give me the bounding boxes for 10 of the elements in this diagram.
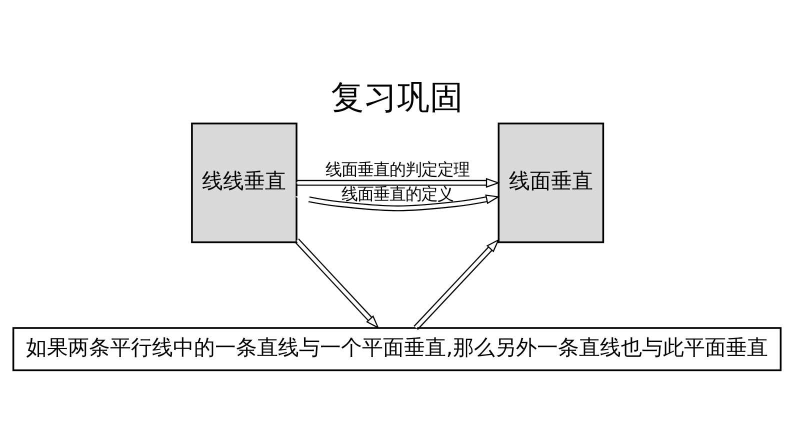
arrow [296, 177, 500, 188]
edge-label: 线面垂直的判定定理 [326, 159, 470, 178]
arrow [294, 238, 380, 328]
arrow [414, 238, 500, 330]
diagram-title: 复习巩固 [331, 77, 463, 116]
node-box: 如果两条平行线中的一条直线与一个平面垂直,那么另外一条直线也与此平面垂直 [12, 326, 782, 371]
node-box: 线面垂直 [498, 122, 604, 243]
node-box: 线线垂直 [191, 122, 298, 243]
edge-label: 线面垂直的定义 [342, 184, 454, 204]
arrow [295, 194, 500, 211]
